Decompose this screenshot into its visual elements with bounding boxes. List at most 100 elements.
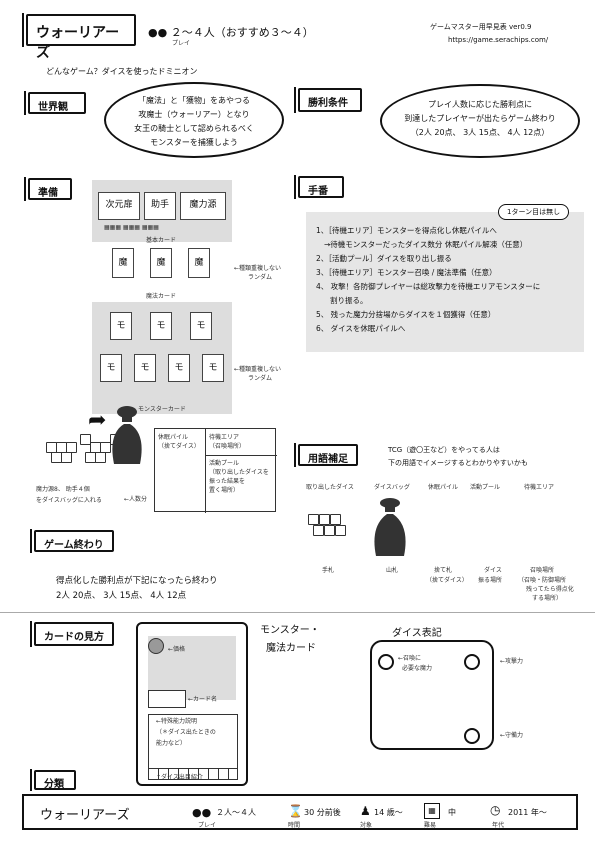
hand-dice-icon xyxy=(308,514,352,544)
monster-card-label: モ xyxy=(140,363,150,373)
name-label: ←カード名 xyxy=(188,696,218,703)
board-text: （捨てダイス） xyxy=(158,443,200,450)
dice-pip xyxy=(464,728,480,744)
summon-line: ←召喚に xyxy=(398,655,422,662)
basic-card-label: 魔力源 xyxy=(189,200,217,210)
magic-card: 魔 xyxy=(150,248,172,278)
victory-label: 勝利条件 xyxy=(294,87,362,113)
monster-caption: モンスターカード xyxy=(138,406,186,413)
classification-age-sub: 対象 xyxy=(360,822,373,829)
name-box xyxy=(148,690,186,708)
random-note: ←種類重複しないランダム xyxy=(234,364,281,382)
world-label: 世界観 xyxy=(24,91,86,115)
turn-steps: 1、［待機エリア］モンスターを得点化し休眠パイルへ →待機モンスターだったダイス… xyxy=(316,224,582,336)
random-note-line: ←種類重複しない xyxy=(234,265,282,272)
monster-card: モ xyxy=(202,354,224,382)
basic-card-label: 次元扉 xyxy=(105,200,133,210)
dice-cluster-icon xyxy=(46,434,126,464)
victory-bubble: プレイ人数に応じた勝利点に 到達したプレイヤーが出たらゲーム終わり （2人 20… xyxy=(380,84,580,158)
basic-card: 魔力源 xyxy=(180,192,226,220)
terms-map-sub: （召喚・防御場所 xyxy=(518,577,567,584)
game-title: ウォーリアーズ xyxy=(36,25,120,61)
monster-card: モ xyxy=(134,354,156,382)
terms-header: 取り出したダイス xyxy=(306,484,354,491)
reference-label: ゲームマスター用早見表 ver0.9 xyxy=(430,23,532,31)
dice-pip xyxy=(464,654,480,670)
classification-year-sub: 年代 xyxy=(492,822,505,829)
random-note-line: ランダム xyxy=(248,274,273,281)
magic-card-label: 魔 xyxy=(194,258,204,268)
ability-line: （＊ダイス出たときの xyxy=(156,729,216,736)
classification-label-text: 分類 xyxy=(44,779,64,790)
board-text: （召喚場所） xyxy=(209,443,246,450)
card-view-label: カードの見方 xyxy=(30,621,114,647)
terms-map-sub: 残ってたら得点化 xyxy=(526,586,574,593)
terms-intro-line: 下の用語でイメージするとわかりやすいかも xyxy=(388,459,528,467)
monster-card-label: モ xyxy=(196,321,206,331)
dice-face xyxy=(370,640,494,750)
dice-strip xyxy=(148,768,238,780)
board-wait: 待機エリア（召喚場所） xyxy=(209,432,245,450)
defense-label: ←守備力 xyxy=(500,732,524,739)
classification-time: 30 分前後 xyxy=(304,808,341,817)
game-end-label: ゲーム終わり xyxy=(30,529,114,553)
first-turn-note-text: 1ターン目は無し xyxy=(507,208,561,216)
monster-card-label: モ xyxy=(174,363,184,373)
board-text: 置く場所） xyxy=(209,487,240,494)
site-url[interactable]: https://game.serachips.com/ xyxy=(448,36,549,44)
players-sub: プレイ xyxy=(172,40,191,47)
dice-note-line: をダイスバッグに入れる xyxy=(36,497,102,504)
hourglass-icon: ⌛ xyxy=(288,804,303,818)
turn-step: 割り振る。 xyxy=(330,296,368,305)
classification-time-sub: 時間 xyxy=(288,822,301,829)
basic-card: 次元扉 xyxy=(98,192,140,220)
victory-label-text: 勝利条件 xyxy=(308,98,348,109)
card-view-label-text: カードの見方 xyxy=(44,632,104,643)
price-label: ←価格 xyxy=(168,646,186,653)
turn-step: 6、 ダイスを休眠パイルへ xyxy=(316,324,406,333)
card-view-title-line: モンスター・ xyxy=(260,625,320,636)
people-icon: ●● xyxy=(148,26,168,39)
classification-label: 分類 xyxy=(30,769,76,791)
dice-pip xyxy=(378,654,394,670)
board-layout: 休眠パイル（捨てダイス） 待機エリア（召喚場所） 活動プール（取り出したダイスを… xyxy=(154,428,277,513)
arrow-icon: ➦ xyxy=(88,408,107,433)
terms-map: 山札 xyxy=(386,567,399,574)
turn-step: 1、［待機エリア］モンスターを得点化し休眠パイルへ xyxy=(316,226,497,235)
terms-map-sub: 振る場所 xyxy=(478,577,503,584)
world-label-text: 世界観 xyxy=(38,102,68,113)
magic-card-label: 魔 xyxy=(118,258,128,268)
classification-box: ウォーリアーズ ●● ２人～４人 プレイ ⌛ 30 分前後 時間 ♟ 14 歳～… xyxy=(22,794,578,830)
world-line: 攻魔士（ウォーリアー）となり xyxy=(138,110,250,119)
dice-bag-icon xyxy=(112,406,142,464)
monster-card-label: モ xyxy=(106,363,116,373)
victory-line: 到達したプレイヤーが出たらゲーム終わり xyxy=(404,114,556,123)
board-text: 活動プール xyxy=(209,460,240,467)
world-line: 女王の騎士として認められるべく xyxy=(134,124,254,133)
first-turn-note: 1ターン目は無し xyxy=(498,204,570,220)
price-circle xyxy=(148,638,164,654)
dice-note-per-player: ←人数分 xyxy=(124,496,148,503)
card-view-title: モンスター・ 魔法カード xyxy=(260,622,320,658)
turn-label: 手番 xyxy=(294,175,344,199)
people-icon: ●● xyxy=(192,806,212,819)
terms-label: 用語補足 xyxy=(294,443,358,467)
turn-step: 2、［活動プール］ダイスを取り出し振る xyxy=(316,254,452,263)
board-text: （取り出したダイスを xyxy=(209,469,269,476)
monster-card: モ xyxy=(100,354,122,382)
terms-intro-line: TCG（遊〇王など）をやってる人は xyxy=(388,446,500,454)
classification-title: ウォーリアーズ xyxy=(40,808,130,823)
monster-card: モ xyxy=(150,312,172,340)
setup-label: 準備 xyxy=(24,177,72,201)
terms-map: 召喚場所 xyxy=(530,567,555,574)
classification-difficulty-sub: 難易 xyxy=(424,822,437,829)
turn-step: 5、 残った魔力分捨場からダイスを１個獲得（任意） xyxy=(316,310,496,319)
attack-label: ←攻撃力 xyxy=(500,658,524,665)
random-note-line: ←種類重複しない xyxy=(234,366,282,373)
classification-players-sub: プレイ xyxy=(198,822,217,829)
dice-note-line: 魔力源8、 助手４個 xyxy=(36,486,90,493)
turn-step: 4、 攻撃！各防御プレイヤーは総攻撃力を待機エリアモンスターに xyxy=(316,282,541,291)
monster-card-label: モ xyxy=(116,321,126,331)
magic-caption: 魔法カード xyxy=(146,293,177,300)
terms-map: 手札 xyxy=(322,567,335,574)
